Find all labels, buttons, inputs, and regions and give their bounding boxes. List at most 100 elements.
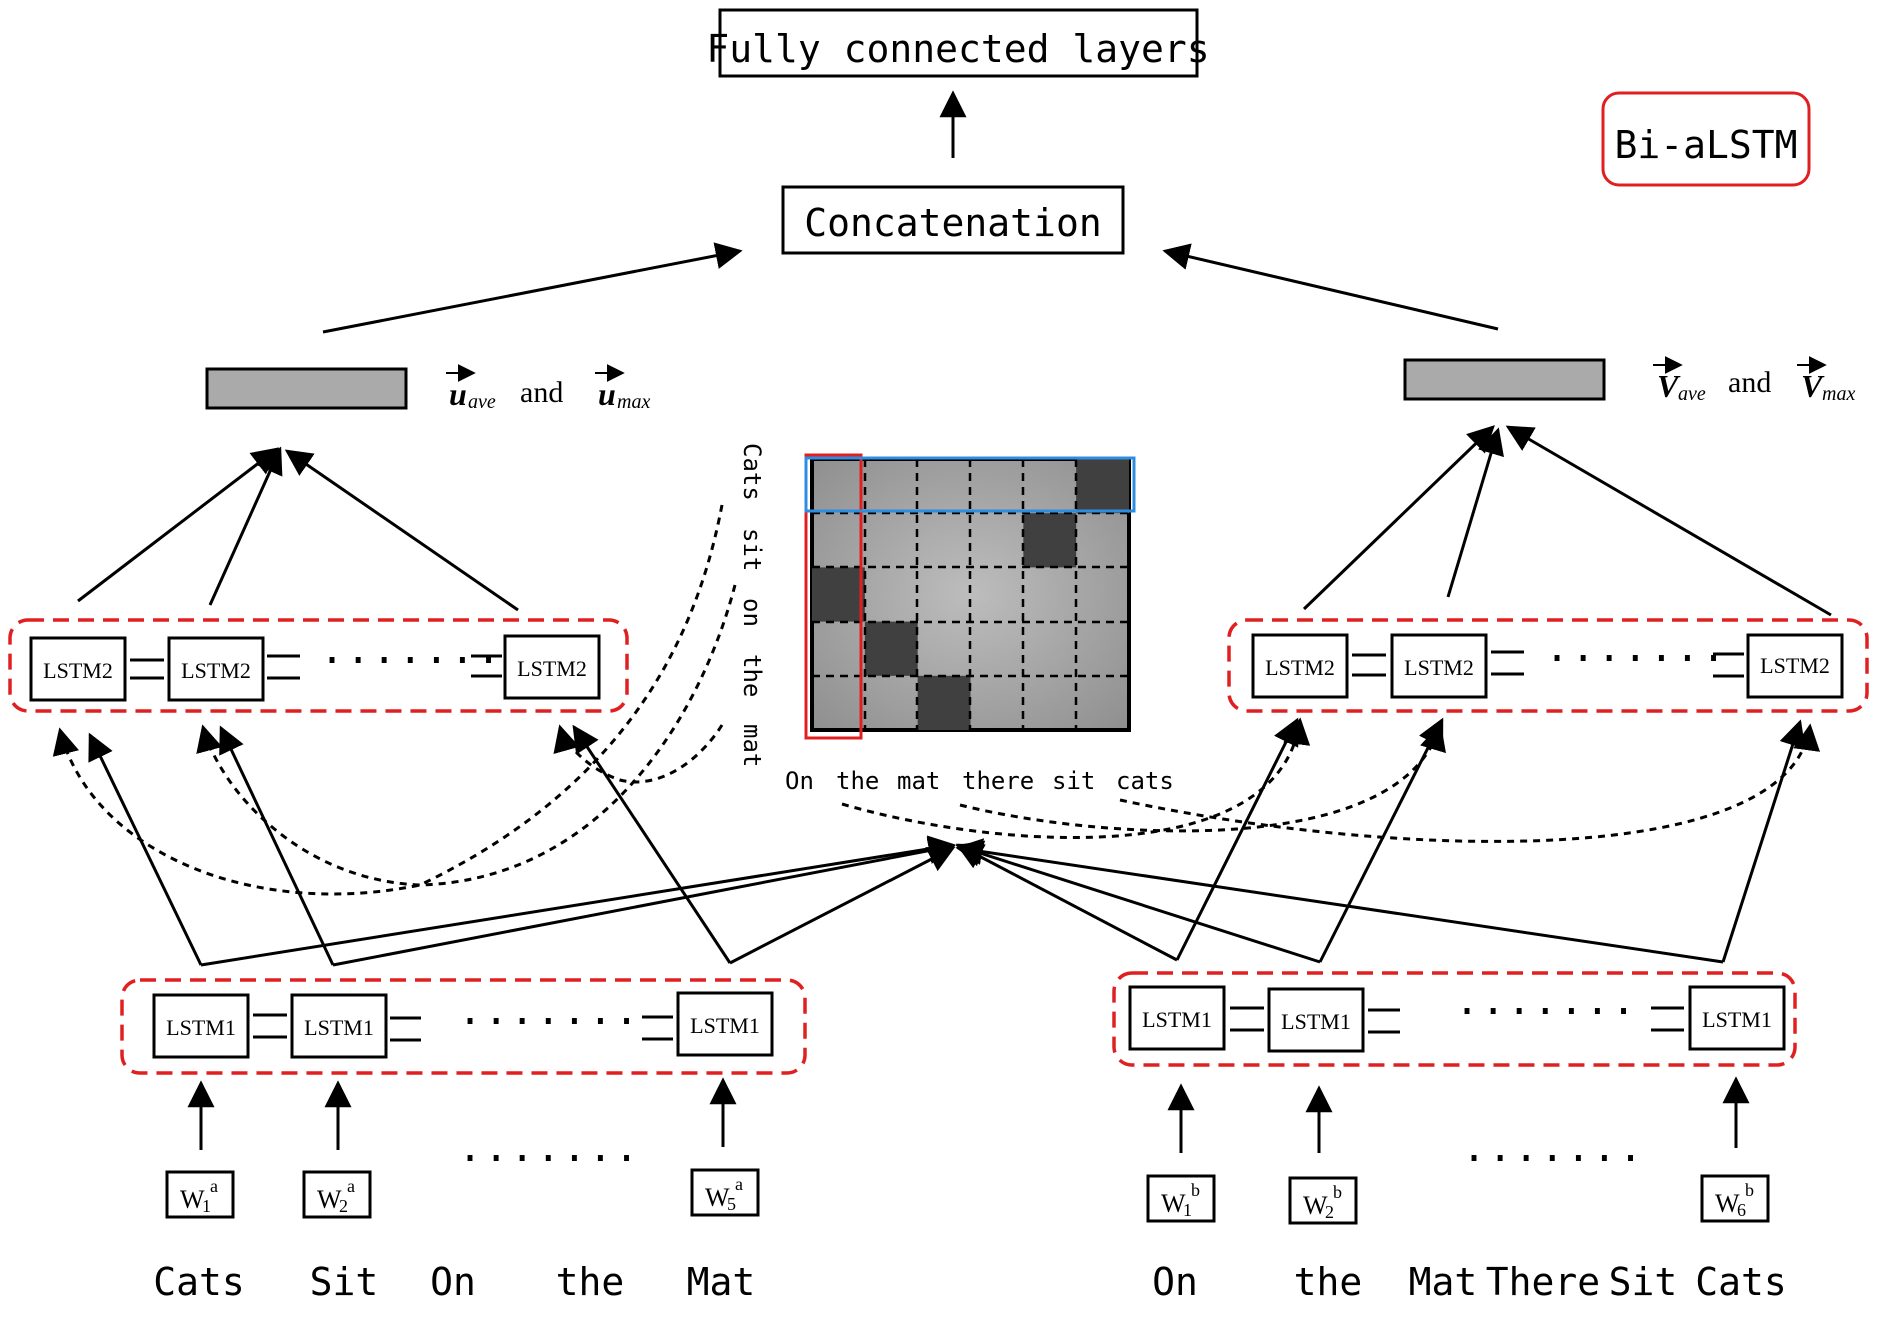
left-lstm1-connectors [253, 1013, 673, 1042]
right-word: Mat [1409, 1260, 1478, 1304]
w-letter: W [317, 1185, 342, 1214]
lstm2-label: LSTM2 [517, 656, 587, 681]
left-lstm1-group [120, 978, 807, 1075]
input-arrows [187, 1076, 1750, 1153]
matrix-col-label: cats [1116, 767, 1174, 795]
w-subscript: 5 [727, 1194, 736, 1214]
left-word: Sit [310, 1260, 379, 1304]
left-word: the [556, 1260, 625, 1304]
attention-dark-cell [864, 621, 918, 676]
w-letter: W [1161, 1189, 1186, 1218]
left-lstm1-up-arrows [88, 724, 956, 967]
left-word: On [430, 1260, 476, 1304]
right-lstm1-up-arrows [955, 717, 1806, 964]
right-lstm2-cell-3: LSTM2 [1746, 633, 1844, 699]
input-w2a: W a 2 [302, 1170, 372, 1219]
matrix-col-label: the [836, 767, 879, 795]
right-lstm2-group [1227, 618, 1869, 713]
matrix-row-labels: Cats sit on the mat [738, 443, 766, 767]
attention-dark-cell [812, 567, 865, 622]
w-letter: W [1715, 1189, 1740, 1218]
left-lstm2-cell-1: LSTM2 [29, 636, 127, 702]
right-vector-to-concat-arrow [1162, 243, 1499, 331]
right-words: On the Mat There Sit Cats [1152, 1260, 1787, 1304]
right-word: the [1294, 1260, 1363, 1304]
left-lstm2-connectors [130, 654, 502, 680]
w-letter: W [180, 1185, 205, 1214]
input-w1a: W a 1 [165, 1170, 235, 1219]
left-lstm2-ellipsis: ······· [320, 638, 503, 684]
w-superscript: b [1745, 1180, 1754, 1200]
left-lstm1-cell-2: LSTM1 [290, 993, 388, 1059]
fully-connected-layers-box: Fully connected layers [706, 8, 1210, 78]
bi-alstm-badge: Bi-aLSTM [1601, 91, 1811, 187]
matrix-column-labels: On the mat there sit cats [785, 767, 1174, 795]
input-w5a: W a 5 [690, 1168, 760, 1217]
w-superscript: a [735, 1174, 743, 1194]
v-max-symbol: V [1801, 368, 1825, 404]
w-superscript: a [210, 1176, 218, 1196]
lstm2-label: LSTM2 [43, 658, 113, 683]
left-lstm2-cell-3: LSTM2 [503, 634, 601, 700]
column-highlight [804, 453, 863, 740]
right-word: There [1486, 1260, 1600, 1304]
right-lstm1-connectors [1230, 1006, 1684, 1034]
attention-dashed-curves [52, 504, 1820, 896]
matrix-row-label: on [738, 598, 766, 627]
lstm1-label: LSTM1 [304, 1015, 374, 1040]
left-and-text: and [520, 376, 563, 409]
right-word: Cats [1695, 1260, 1787, 1304]
matrix-row-label: sit [738, 528, 766, 571]
right-word: On [1152, 1260, 1198, 1304]
v-max-subscript: max [1822, 383, 1855, 405]
w-subscript: 1 [1183, 1200, 1192, 1220]
u-ave-subscript: ave [468, 391, 496, 413]
lstm1-label: LSTM1 [1702, 1007, 1772, 1032]
matrix-col-label: there [962, 767, 1034, 795]
matrix-col-label: sit [1052, 767, 1095, 795]
attention-dark-cell [1023, 513, 1077, 568]
right-lstm1-cell-2: LSTM1 [1267, 987, 1365, 1053]
input-w2b: W b 2 [1288, 1176, 1358, 1225]
v-ave-symbol: V [1657, 368, 1681, 404]
matrix-row-label: mat [738, 724, 766, 767]
left-word: Mat [687, 1260, 756, 1304]
left-word: Cats [153, 1260, 245, 1304]
w-subscript: 1 [202, 1196, 211, 1216]
row-highlight [804, 456, 1136, 513]
v-ave-subscript: ave [1678, 383, 1706, 405]
right-lstm1-ellipsis: ······· [1455, 989, 1638, 1035]
left-vector-to-concat-arrow [322, 242, 743, 334]
attention-dark-cell [1076, 459, 1129, 514]
w-letter: W [1303, 1191, 1328, 1220]
w-subscript: 2 [339, 1196, 348, 1216]
left-lstm2-cell-2: LSTM2 [167, 636, 265, 702]
right-input-ellipsis: ······· [1462, 1136, 1645, 1182]
u-max-subscript: max [617, 391, 650, 413]
w-subscript: 6 [1737, 1200, 1746, 1220]
badge-label: Bi-aLSTM [1614, 123, 1797, 167]
attention-dark-cell [917, 675, 971, 730]
matrix-row-label: Cats [738, 443, 766, 501]
left-pooled-vector [205, 367, 408, 410]
attention-matrix [804, 453, 1136, 740]
right-lstm2-cell-1: LSTM2 [1251, 633, 1349, 699]
right-and-text: and [1728, 366, 1771, 399]
right-lstm2-to-pool-arrows [1302, 425, 1832, 617]
right-vector-label: V ave and V max [1653, 356, 1855, 405]
left-lstm1-ellipsis: ······· [458, 999, 641, 1045]
right-word: Sit [1609, 1260, 1678, 1304]
right-lstm1-group [1112, 971, 1797, 1067]
input-w6b: W b 6 [1700, 1174, 1770, 1223]
u-max-symbol: u [598, 376, 616, 412]
left-vector-label: u ave and u max [446, 364, 650, 413]
lstm2-label: LSTM2 [1404, 655, 1474, 680]
w-subscript: 2 [1325, 1202, 1334, 1222]
attention-grid [812, 459, 1129, 730]
w-letter: W [705, 1183, 730, 1212]
lstm1-label: LSTM1 [166, 1015, 236, 1040]
fully-connected-label: Fully connected layers [706, 27, 1209, 71]
w-superscript: b [1191, 1180, 1200, 1200]
right-lstm2-connectors [1352, 650, 1744, 678]
